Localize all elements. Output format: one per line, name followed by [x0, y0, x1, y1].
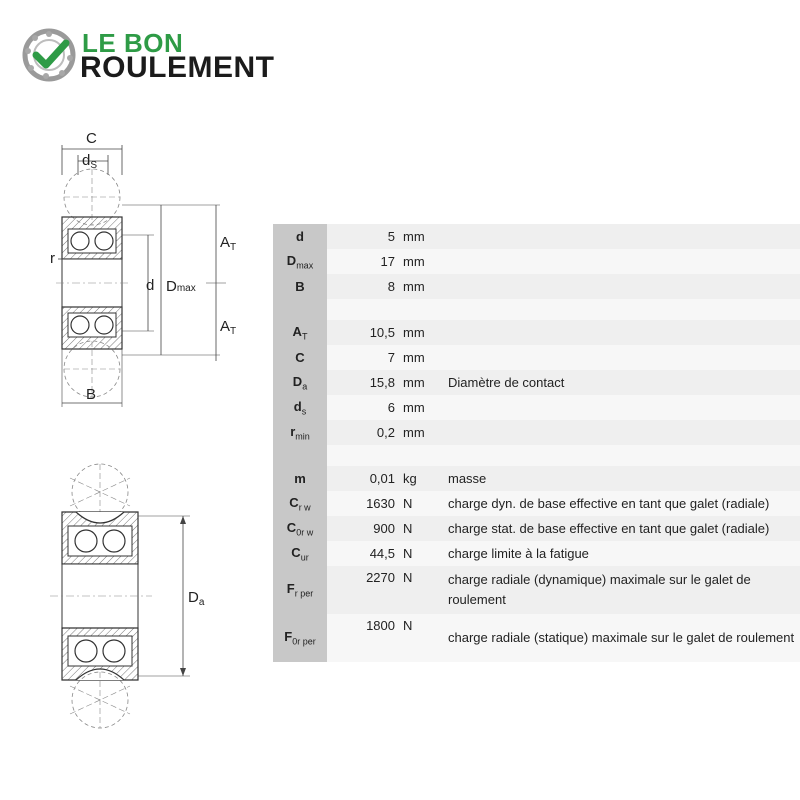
spec-symbol: Fr per [273, 566, 327, 614]
logo-text-line1: LE BON [82, 28, 184, 58]
spec-symbol: AT [273, 320, 327, 345]
spec-symbol: d [273, 224, 327, 249]
dim-label-b: B [86, 386, 96, 403]
dim-label-at-lower: AT [220, 318, 236, 337]
dim-label-dmax: Dmax [166, 278, 196, 295]
spec-symbol: rmin [273, 420, 327, 445]
spec-symbol: Cr w [273, 491, 327, 516]
brand-logo[interactable]: LE BON ROULEMENT [22, 24, 302, 84]
spec-description [436, 224, 800, 249]
logo-text-line2: ROULEMENT [80, 51, 275, 84]
spec-symbol: F0r per [273, 614, 327, 662]
spec-description [436, 395, 800, 420]
spec-symbol: Dmax [273, 249, 327, 274]
spec-description [436, 345, 800, 370]
bearing-contact-diameter-drawing: Da [40, 460, 240, 730]
dim-label-r: r [50, 250, 55, 267]
dim-label-at-upper: AT [220, 234, 236, 253]
spec-description: charge limite à la fatigue [436, 541, 800, 566]
spec-description [436, 249, 800, 274]
spec-description [436, 274, 800, 299]
spec-description: charge dyn. de base effective en tant qu… [436, 491, 800, 516]
spec-symbol: m [273, 466, 327, 491]
bearing-cross-section-drawing: C dS r d [20, 125, 270, 415]
bearing-check-icon [22, 28, 76, 82]
spec-symbol: C0r w [273, 516, 327, 541]
spec-description [436, 420, 800, 445]
dim-label-da: Da [188, 589, 205, 608]
spec-description: charge stat. de base effective en tant q… [436, 516, 800, 541]
table-spacer [273, 299, 800, 320]
dim-label-c: C [86, 130, 97, 147]
spec-description: Diamètre de contact [436, 370, 800, 395]
spec-symbol: Da [273, 370, 327, 395]
dim-label-ds: dS [82, 152, 97, 171]
spec-description [436, 320, 800, 345]
table-spacer [273, 445, 800, 466]
spec-symbol: B [273, 274, 327, 299]
spec-description: charge radiale (dynamique) maximale sur … [436, 566, 800, 614]
spec-symbol: Cur [273, 541, 327, 566]
dim-label-d: d [146, 277, 154, 294]
spec-description: charge radiale (statique) maximale sur l… [436, 614, 800, 662]
spec-description: masse [436, 466, 800, 491]
spec-symbol: ds [273, 395, 327, 420]
spec-symbol: C [273, 345, 327, 370]
